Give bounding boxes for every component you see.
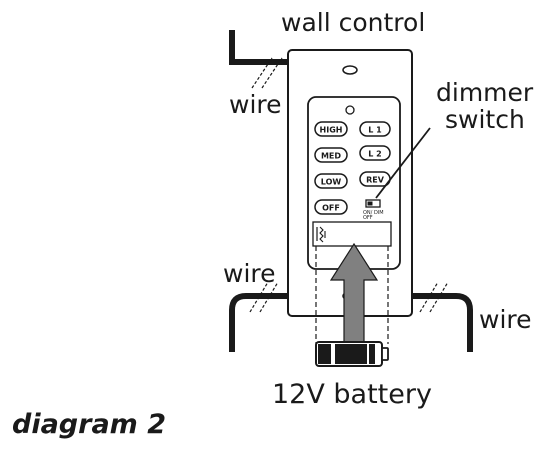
battery-guide-lines <box>315 246 389 344</box>
button-light-1-label: L 1 <box>368 126 382 135</box>
button-med-label: MED <box>321 152 341 161</box>
button-high-label: HIGH <box>320 126 343 135</box>
bottom-wire-break-marks <box>249 281 449 313</box>
dimmer-on-dim-label: ON/ DIM <box>363 210 384 216</box>
button-light-2-label: L 2 <box>368 150 381 159</box>
button-off[interactable]: OFF <box>314 199 348 215</box>
dimmer-leader-line <box>375 127 431 199</box>
top-wire-break-marks <box>251 57 283 89</box>
button-low-label: LOW <box>321 178 342 187</box>
wire-label-left: wire <box>223 259 276 288</box>
battery-compartment <box>312 221 392 247</box>
top-wire <box>229 30 298 65</box>
wall-control-label: wall control <box>281 8 425 37</box>
button-off-label: OFF <box>322 204 340 213</box>
dimmer-label: dimmer <box>436 78 534 107</box>
wire-label-right: wire <box>479 305 532 334</box>
button-reverse-label: REV <box>366 176 385 185</box>
button-low[interactable]: LOW <box>314 173 348 189</box>
button-high[interactable]: HIGH <box>314 121 348 137</box>
indicator-led <box>345 105 355 115</box>
button-light-2[interactable]: L 2 <box>359 145 391 161</box>
switch-label: switch <box>445 105 525 134</box>
button-reverse[interactable]: REV <box>359 171 391 187</box>
battery-label: 12V battery <box>272 379 432 410</box>
wire-label-top: wire <box>229 90 282 119</box>
button-med[interactable]: MED <box>314 147 348 163</box>
button-light-1[interactable]: L 1 <box>359 121 391 137</box>
diagram-caption: diagram 2 <box>12 409 166 440</box>
dimmer-off-label: OFF <box>363 215 373 221</box>
dimmer-switch[interactable] <box>365 199 381 208</box>
battery-icon <box>315 341 389 367</box>
wall-plate-top-screw <box>342 65 358 75</box>
battery-spring-icon <box>316 226 326 243</box>
